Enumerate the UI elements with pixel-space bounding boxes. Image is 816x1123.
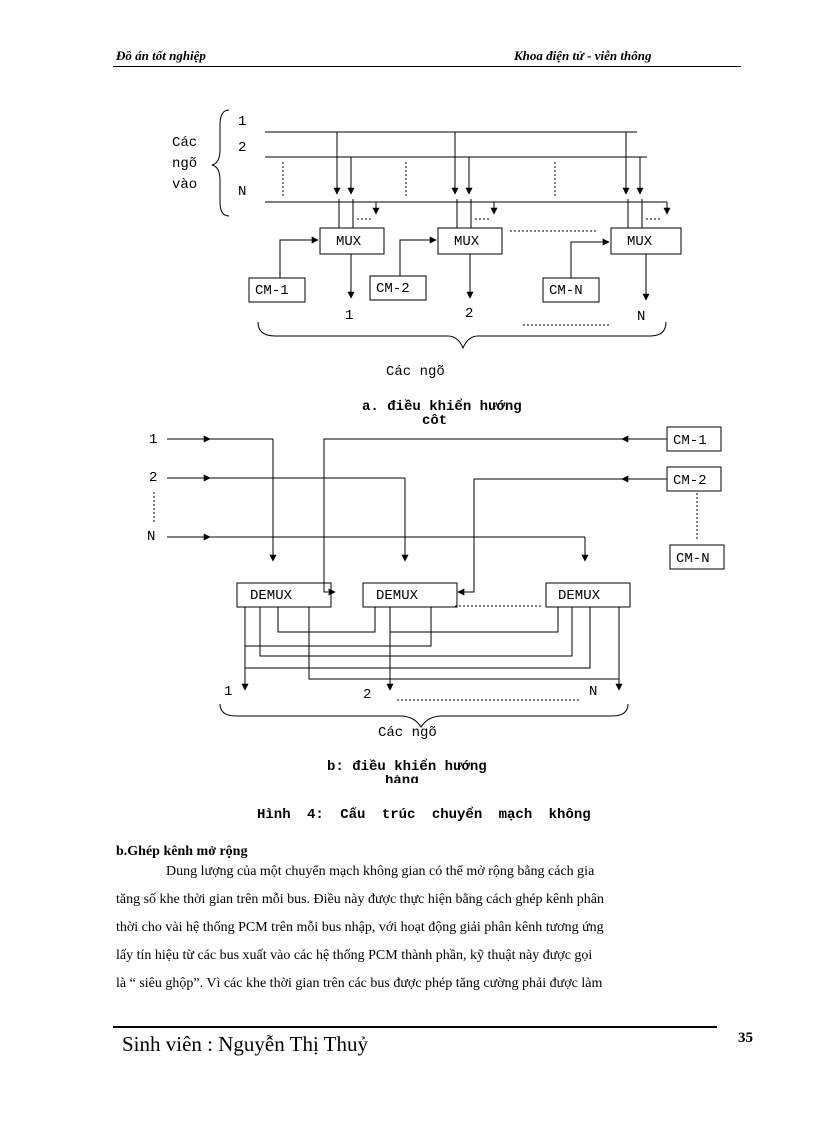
cm-box-2 xyxy=(369,275,427,301)
mux-box-1 xyxy=(319,227,385,255)
section-body: Dung lượng của một chuyển mạch không gia… xyxy=(116,858,740,998)
input-brace xyxy=(211,109,230,217)
header-rule xyxy=(113,66,741,67)
header-right: Khoa điện tử - viễn thông xyxy=(514,48,652,63)
b-input-2-label: 2 xyxy=(149,470,157,486)
cm-1-label: CM-1 xyxy=(255,283,289,299)
demux-box-1 xyxy=(236,582,332,608)
cm-2-label: CM-2 xyxy=(376,281,410,297)
cm-box-1 xyxy=(248,277,306,303)
output-brace xyxy=(257,321,667,350)
diagrams: Các ngõ vào 1 2 N MUX MUX MUX CM-1 CM-2 … xyxy=(147,109,725,823)
b-output-1-label: 1 xyxy=(224,684,232,700)
mux-2-label: MUX xyxy=(454,234,480,250)
section-heading: b.Ghép kênh mở rộng xyxy=(116,844,248,859)
figure-b-caption-cut: hàng xyxy=(385,773,419,789)
b-cm-1-label: CM-1 xyxy=(673,433,707,449)
input-1-label: 1 xyxy=(238,114,246,130)
output-group-label: Các ngõ xyxy=(386,364,445,380)
page-number: 35 xyxy=(738,1030,753,1046)
header-left: Đồ án tốt nghiệp xyxy=(116,48,206,63)
input-label-line-2: ngõ xyxy=(172,156,197,172)
figure-a xyxy=(211,109,682,350)
output-2-label: 2 xyxy=(465,306,473,322)
figure-a-caption: a. điều khiển hướng xyxy=(362,398,522,415)
body-line-4: lấy tín hiệu từ các bus xuất vào các hệ … xyxy=(116,948,593,963)
demux-box-2 xyxy=(362,582,458,608)
b-input-1-label: 1 xyxy=(149,432,157,448)
footer-student: Sinh viên : Nguyễn Thị Thuỷ xyxy=(122,1032,368,1056)
b-input-n-label: N xyxy=(147,529,155,545)
input-label-line-3: vào xyxy=(172,177,197,193)
figure-caption: Hình 4: Cấu trúc chuyển mạch không xyxy=(257,806,591,823)
b-demux-1-label: DEMUX xyxy=(250,588,293,604)
input-2-label: 2 xyxy=(238,140,246,156)
b-output-n-label: N xyxy=(589,684,597,700)
output-brace-b xyxy=(219,703,629,728)
b-output-group-label: Các ngõ xyxy=(378,725,437,741)
figure-a-caption-cut: cột xyxy=(422,413,447,429)
mux-1-label: MUX xyxy=(336,234,362,250)
body-line-3: thời cho vài hệ thống PCM trên mỗi bus n… xyxy=(116,920,604,935)
body-line-2: tăng số khe thời gian trên mỗi bus. Điều… xyxy=(116,892,604,907)
footer-rule xyxy=(113,1026,717,1028)
b-output-2-label: 2 xyxy=(363,687,371,703)
figure-b xyxy=(153,426,725,728)
mux-3-label: MUX xyxy=(627,234,653,250)
demux-box-3 xyxy=(545,582,631,608)
input-n-label: N xyxy=(238,184,246,200)
b-cm-n-label: CM-N xyxy=(676,551,710,567)
body-line-1: Dung lượng của một chuyển mạch không gia… xyxy=(166,864,595,879)
output-1-label: 1 xyxy=(345,308,353,324)
body-line-5: là “ siêu ghộp”. Vì các khe thời gian tr… xyxy=(116,976,603,991)
b-cm-2-label: CM-2 xyxy=(673,473,707,489)
cm-box-b-n xyxy=(669,544,725,570)
figure-b-caption: b: điều khiển hướng xyxy=(327,758,487,775)
b-demux-3-label: DEMUX xyxy=(558,588,601,604)
input-label-line-1: Các xyxy=(172,135,197,151)
b-demux-2-label: DEMUX xyxy=(376,588,419,604)
output-n-label: N xyxy=(637,309,645,325)
cm-n-label: CM-N xyxy=(549,283,583,299)
